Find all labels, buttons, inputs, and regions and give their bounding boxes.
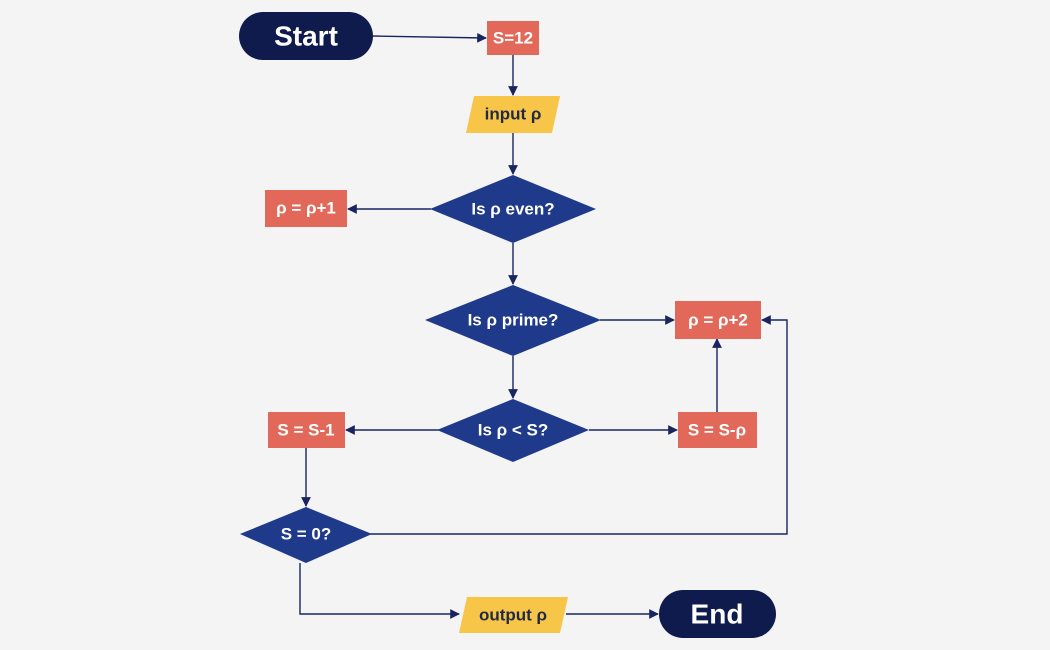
is-even-label: Is ρ even? <box>471 200 554 219</box>
s-minus-one-label: S = S-1 <box>277 421 334 440</box>
output-label: output ρ <box>479 606 547 625</box>
node-s-zero[interactable]: S = 0? <box>240 507 372 563</box>
edge-start-to-s-init <box>371 32 487 43</box>
s-zero-label: S = 0? <box>281 525 332 544</box>
inc-two-label: ρ = ρ+2 <box>688 311 748 330</box>
s-minus-p-label: S = S-ρ <box>688 421 746 440</box>
node-is-prime[interactable]: Is ρ prime? <box>425 285 601 356</box>
lt-s-label: Is ρ < S? <box>478 421 549 440</box>
node-end[interactable]: End <box>659 590 776 638</box>
input-label: input ρ <box>485 105 542 124</box>
node-is-even[interactable]: Is ρ even? <box>430 175 596 243</box>
node-inc-two[interactable]: ρ = ρ+2 <box>675 301 761 339</box>
node-s-minus-p[interactable]: S = S-ρ <box>678 412 757 448</box>
node-start[interactable]: Start <box>239 12 373 60</box>
edge-s-zero-to-inc-two <box>370 315 788 535</box>
is-prime-label: Is ρ prime? <box>468 311 559 330</box>
start-label: Start <box>274 21 338 52</box>
s-init-label: S=12 <box>493 29 533 48</box>
edge-s-zero-to-output <box>299 563 460 619</box>
edges <box>299 32 788 619</box>
node-s-init[interactable]: S=12 <box>487 21 539 55</box>
end-label: End <box>691 599 744 630</box>
node-input[interactable]: input ρ <box>466 96 560 133</box>
node-lt-s[interactable]: Is ρ < S? <box>437 399 589 462</box>
node-output[interactable]: output ρ <box>459 597 568 633</box>
node-s-minus-one[interactable]: S = S-1 <box>268 412 345 448</box>
inc-one-label: ρ = ρ+1 <box>276 199 336 218</box>
node-inc-one[interactable]: ρ = ρ+1 <box>265 190 347 227</box>
